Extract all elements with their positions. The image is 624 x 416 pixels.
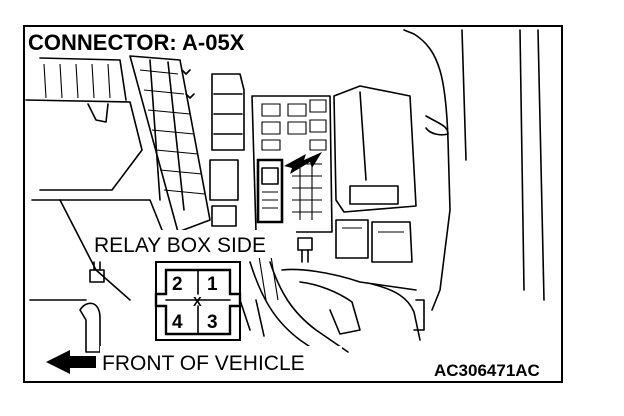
pin-4: 4 <box>172 312 183 333</box>
part-code-backdrop <box>432 360 556 380</box>
front-of-vehicle-label: FRONT OF VEHICLE <box>102 352 305 375</box>
diagram-title: CONNECTOR: A-05X <box>28 30 245 55</box>
part-code: AC306471AC <box>434 361 540 380</box>
front-label-backdrop <box>100 346 342 376</box>
pin-3: 3 <box>207 312 218 333</box>
diagram-frame <box>23 25 563 383</box>
engine-bay-illustration <box>25 29 545 363</box>
front-arrow-icon <box>46 350 96 374</box>
connector-pin-diagram: 2 1 4 3 X <box>154 261 242 341</box>
pin-1: 1 <box>207 274 218 295</box>
relay-box-side-label: RELAY BOX SIDE <box>94 234 266 257</box>
pointer-arrow-icon <box>284 152 322 174</box>
relay-label-backdrop <box>92 230 296 258</box>
connector-body <box>154 268 242 336</box>
title-backdrop <box>26 27 282 55</box>
pin-2: 2 <box>172 274 183 295</box>
connector-center-mark: X <box>193 294 202 309</box>
